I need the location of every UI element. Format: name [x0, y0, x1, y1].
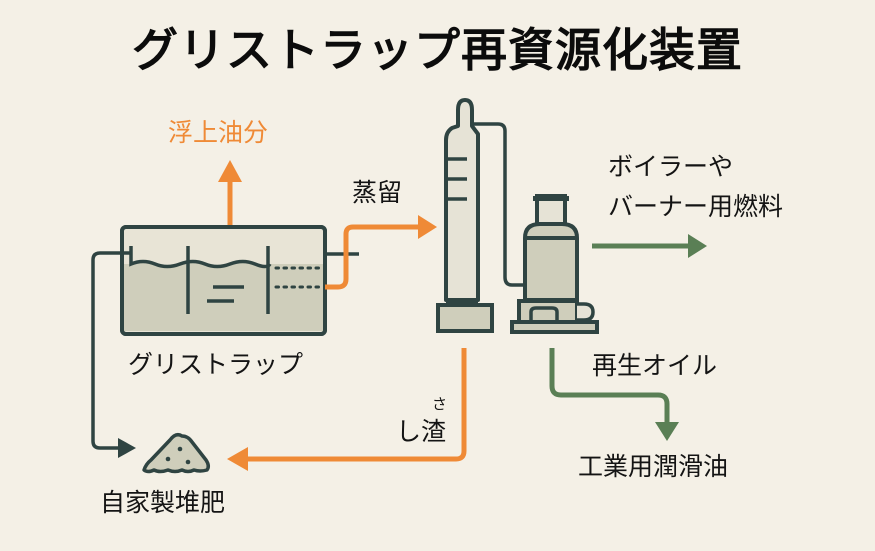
grease-trap-label: グリストラップ — [128, 350, 304, 379]
residue-label: し渣 — [396, 417, 447, 446]
distillation-flow-arrow — [325, 215, 437, 290]
distillation-label: 蒸留 — [352, 178, 403, 207]
residue-arrow — [227, 348, 467, 471]
page-title: グリストラップ再資源化装置 — [132, 23, 743, 77]
recycled-oil-label: 再生オイル — [592, 351, 718, 380]
oil-separator-tank-icon — [510, 194, 599, 334]
industrial-lubricant-label: 工業用潤滑油 — [578, 452, 729, 481]
boiler-fuel-label-line1: ボイラーや — [608, 152, 734, 181]
floating-oil-label: 浮上油分 — [168, 118, 269, 147]
distillation-column-icon — [436, 98, 523, 333]
compost-label: 自家製堆肥 — [100, 488, 226, 517]
residue-ruby: さ — [432, 395, 448, 413]
recycled-oil-arrow — [549, 348, 679, 441]
boiler-fuel-label-line2: バーナー用燃料 — [608, 192, 784, 221]
compost-pile-icon — [142, 432, 211, 474]
trap-to-compost-arrow — [91, 251, 136, 458]
boiler-fuel-arrow — [592, 234, 707, 258]
grease-trap-tank-icon — [120, 225, 359, 336]
